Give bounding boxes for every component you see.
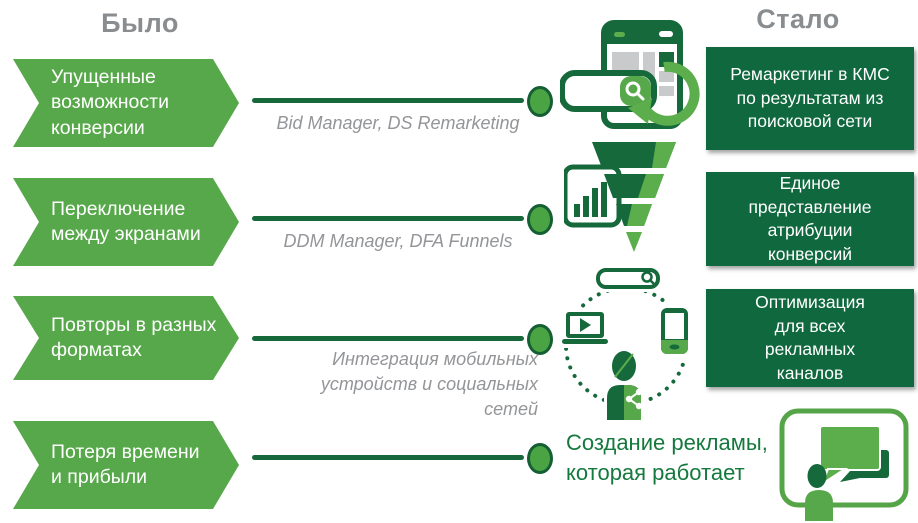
problem-chevron-2: Переключение между экранами	[13, 178, 239, 266]
connector-endpoint-circle-3	[527, 324, 553, 355]
problem-chevron-4: Потеря времени и прибыли	[13, 421, 239, 509]
funnel-analytics-icon	[562, 142, 694, 269]
connector-line-2	[252, 216, 524, 221]
connector-line-4	[252, 455, 524, 460]
person-chat-icon	[752, 408, 912, 523]
solution-box-3: Оптимизация для всех рекламных каналов	[706, 289, 914, 387]
connector-endpoint-circle-4	[527, 443, 553, 474]
browser-remarketing-refresh-icon	[559, 10, 700, 140]
connector-endpoint-circle-2	[527, 204, 553, 235]
connector-line-1	[252, 98, 524, 103]
connector-line-3	[252, 336, 524, 341]
cross-device-channels-icon	[558, 268, 698, 425]
connector-endpoint-circle-1	[527, 86, 553, 117]
tools-caption-2: DDM Manager, DFA Funnels	[283, 231, 513, 251]
column-title-after: Стало	[756, 4, 840, 34]
solution-box-1: Ремаркетинг в КМС по результатам из поис…	[706, 47, 914, 150]
problem-chevron-3: Повторы в разных форматах	[13, 296, 239, 380]
result-text: Создание рекламы, которая работает	[566, 430, 768, 485]
solution-box-2: Единое представление атрибуции конверсий	[706, 172, 914, 266]
tools-caption-1: Bid Manager, DS Remarketing	[276, 113, 520, 133]
problem-chevron-1: Упущенные возможности конверсии	[13, 59, 239, 147]
column-title-before: Было	[101, 8, 179, 38]
tools-caption-3: Интеграция мобильных устройств и социаль…	[320, 349, 538, 419]
